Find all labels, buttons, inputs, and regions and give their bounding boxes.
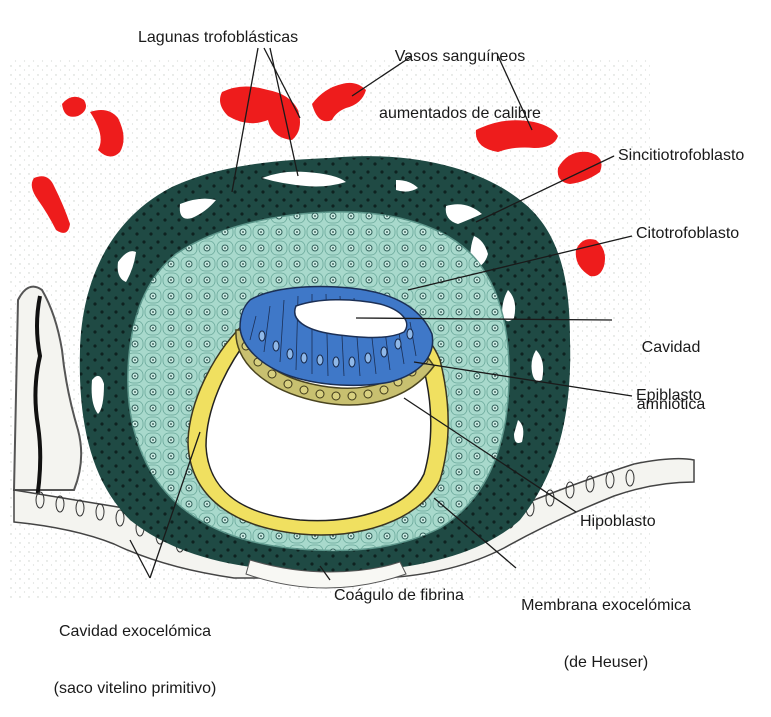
- label-lagunas-trofoblasticas: Lagunas trofoblásticas: [138, 28, 298, 47]
- label-cavidad-exo-line2: (saco vitelino primitivo): [30, 679, 240, 698]
- label-cavidad-amn-line1: Cavidad: [616, 338, 726, 357]
- label-vasos-sanguineos: Vasos sanguíneos aumentados de calibre: [362, 9, 558, 142]
- label-membrana-line1: Membrana exocelómica: [506, 596, 706, 615]
- label-vasos-line2: aumentados de calibre: [362, 104, 558, 123]
- label-vasos-line1: Vasos sanguíneos: [362, 47, 558, 66]
- label-sincitiotrofoblasto: Sincitiotrofoblasto: [618, 146, 744, 165]
- label-cavidad-exocelomica: Cavidad exocelómica (saco vitelino primi…: [30, 584, 240, 717]
- label-epiblasto: Epiblasto: [636, 386, 702, 405]
- label-membrana-exocelomica: Membrana exocelómica (de Heuser): [506, 558, 706, 691]
- label-coagulo-fibrina: Coágulo de fibrina: [334, 586, 464, 605]
- label-cavidad-exo-line1: Cavidad exocelómica: [30, 622, 240, 641]
- label-membrana-line2: (de Heuser): [506, 653, 706, 672]
- label-citotrofoblasto: Citotrofoblasto: [636, 224, 739, 243]
- label-hipoblasto: Hipoblasto: [580, 512, 656, 531]
- diagram-canvas: Lagunas trofoblásticas Vasos sanguíneos …: [0, 0, 771, 629]
- label-cavidad-amniotica: Cavidad amniótica: [616, 300, 726, 433]
